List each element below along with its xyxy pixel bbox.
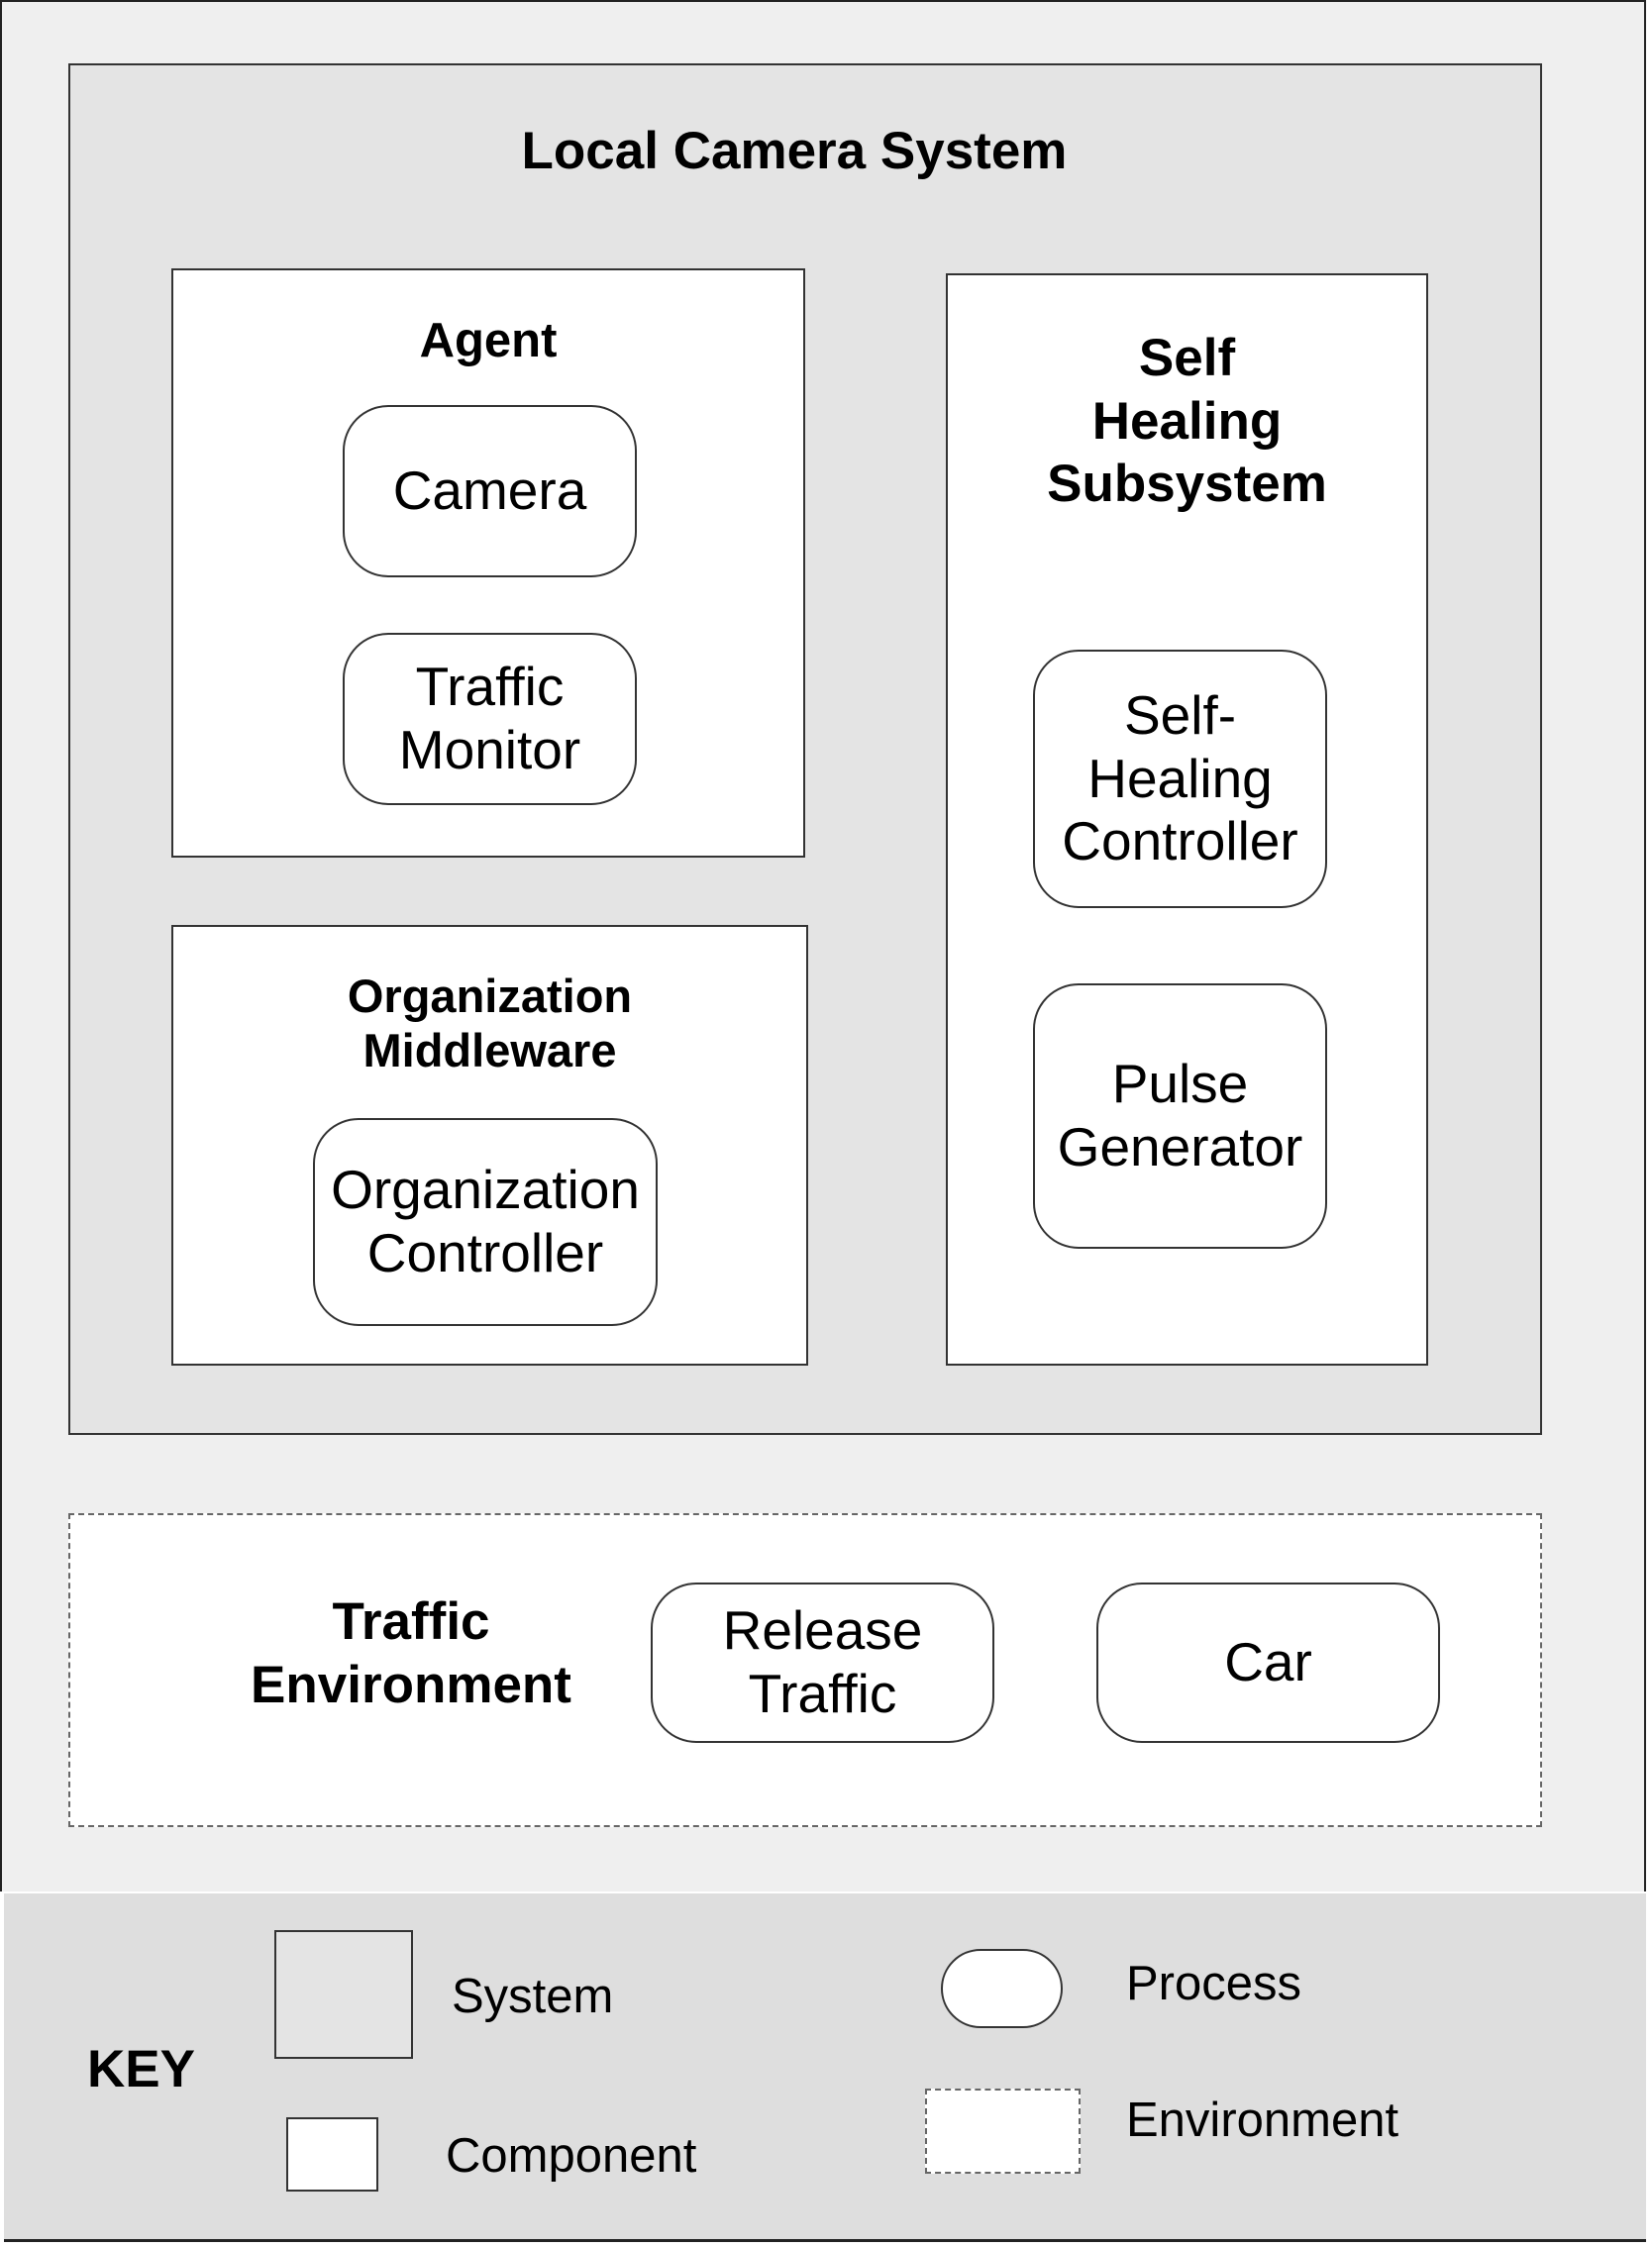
organization-middleware-title: Organization Middleware — [347, 970, 633, 1076]
organization-controller-process: Organization Controller — [313, 1118, 658, 1326]
car-process: Car — [1096, 1583, 1440, 1743]
legend-process-swatch — [941, 1949, 1063, 2028]
legend-title: KEY — [87, 2040, 195, 2098]
legend-environment-swatch — [925, 2089, 1081, 2174]
legend-component-label: Component — [446, 2129, 697, 2183]
agent-title: Agent — [419, 314, 558, 367]
legend-process-label: Process — [1126, 1957, 1302, 2010]
legend-system-swatch — [274, 1930, 413, 2059]
traffic-environment-title: Traffic Environment — [251, 1592, 571, 1714]
legend-component-swatch — [286, 2117, 378, 2192]
legend-system-label: System — [452, 1970, 614, 2023]
legend-environment-label: Environment — [1126, 2094, 1399, 2147]
pulse-generator-process: Pulse Generator — [1033, 983, 1327, 1249]
legend — [4, 1893, 1646, 2242]
traffic-monitor-process: Traffic Monitor — [343, 633, 637, 805]
camera-process: Camera — [343, 405, 637, 577]
release-traffic-process: Release Traffic — [651, 1583, 994, 1743]
self-healing-subsystem-title: Self Healing Subsystem — [1047, 329, 1327, 514]
local-camera-system-title: Local Camera System — [521, 122, 1068, 180]
self-healing-controller-process: Self- Healing Controller — [1033, 650, 1327, 908]
